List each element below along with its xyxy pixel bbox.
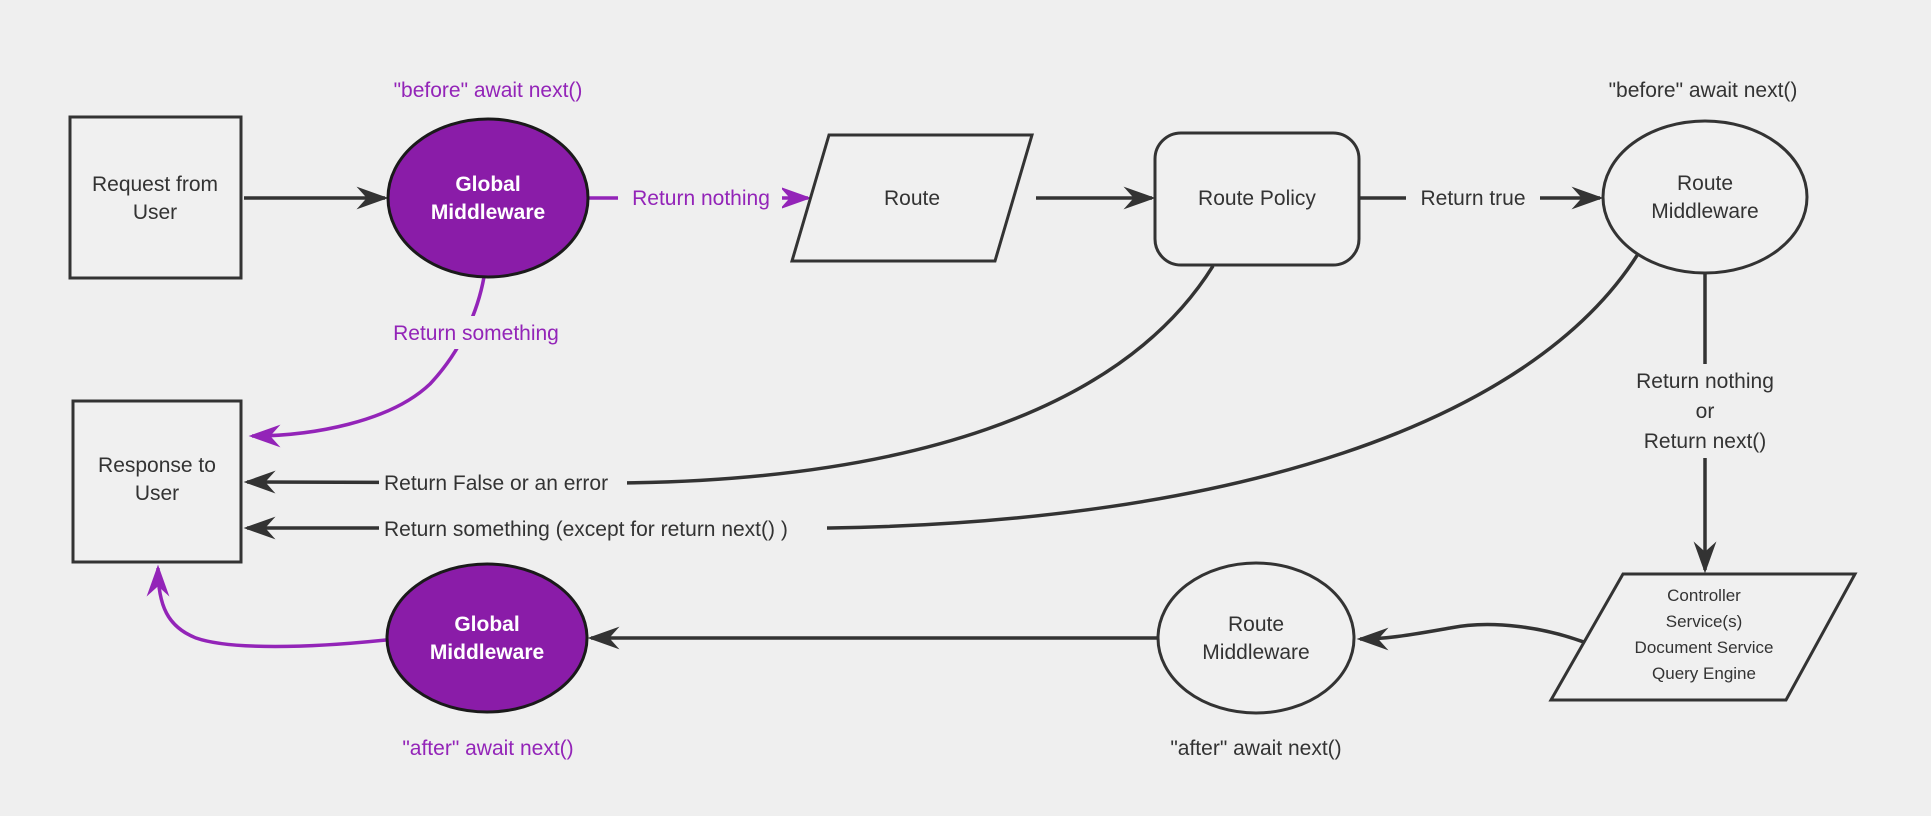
node-response-to-user: Response to User [71,399,243,564]
node-route: Route [789,133,1035,263]
route-parallelogram [789,133,1035,263]
label-after-await-next-route: "after" await next() [1170,737,1341,760]
edge-label: Return something [393,322,559,345]
node-label-line1: Request from [92,173,218,196]
label-after-await-next-global: "after" await next() [402,737,573,760]
node-global-middleware-top: Global Middleware [386,117,590,279]
response-box [71,399,243,564]
label-before-await-next-route: "before" await next() [1609,79,1798,102]
node-label-line2: Middleware [430,641,544,664]
node-route-middleware-top: Route Middleware [1601,119,1809,275]
node-label-line1: Route [1228,613,1284,636]
edge-label-return-false-or-error: Return False or an error [379,466,627,499]
edge-label-line2: or [1696,400,1715,423]
edge-label-return-nothing-or-return-next: Return nothing or Return next() [1598,364,1812,458]
edge-label-return-something-except: Return something (except for return next… [379,512,827,545]
edge-label-return-something: Return something [383,316,569,349]
node-label: Route [884,187,940,210]
node-global-middleware-bottom: Global Middleware [385,562,589,714]
edge-global-middleware-bottom-to-response [146,564,387,649]
node-label-line2: User [133,201,177,224]
node-route-middleware-bottom: Route Middleware [1156,561,1356,715]
edge-label-return-nothing: Return nothing [618,182,782,214]
request-box [68,115,243,280]
node-label-line1: Response to [98,454,216,477]
node-label-line2: Middleware [1202,641,1309,664]
node-label-line4: Query Engine [1652,664,1756,683]
edge-label: Return true [1420,187,1525,210]
node-label-line1: Route [1677,172,1733,195]
node-route-policy: Route Policy [1153,131,1361,267]
edge-route-policy-to-response [243,265,1215,494]
edge-label-line3: Return next() [1644,430,1767,453]
route-middleware-ellipse [1156,561,1356,715]
route-policy-box [1153,131,1361,267]
edge-global-middleware-to-response [248,276,486,448]
global-middleware-ellipse [385,562,589,714]
label-bg [618,182,782,214]
label-bg [379,466,627,499]
node-label-line2: Middleware [1651,200,1758,223]
edge-label: Return something (except for return next… [384,518,788,541]
node-request-from-user: Request from User [68,115,243,280]
node-label-line2: User [135,482,179,505]
node-controller-services: Controller Service(s) Document Service Q… [1548,572,1858,702]
node-label-line3: Document Service [1635,638,1774,657]
edge-label: Return False or an error [384,472,608,495]
edge-label-line1: Return nothing [1636,370,1774,393]
label-bg [383,316,569,349]
global-middleware-ellipse [386,117,590,279]
label-bg [1406,182,1540,214]
node-label-line2: Middleware [431,201,545,224]
node-label-line1: Controller [1667,586,1741,605]
controller-parallelogram [1548,572,1858,702]
edge-label-return-true: Return true [1406,182,1540,214]
edge-controller-to-route-middleware-bottom [1356,622,1595,651]
label-before-await-next-global: "before" await next() [394,79,583,102]
label-bg [379,512,827,545]
node-label-line1: Global [455,173,520,196]
label-bg [1598,364,1812,458]
node-label-line2: Service(s) [1666,612,1743,631]
node-label: Route Policy [1198,187,1316,210]
edge-route-middleware-to-response [243,253,1640,540]
edge-label: Return nothing [632,187,770,210]
route-middleware-ellipse [1601,119,1809,275]
node-label-line1: Global [454,613,519,636]
